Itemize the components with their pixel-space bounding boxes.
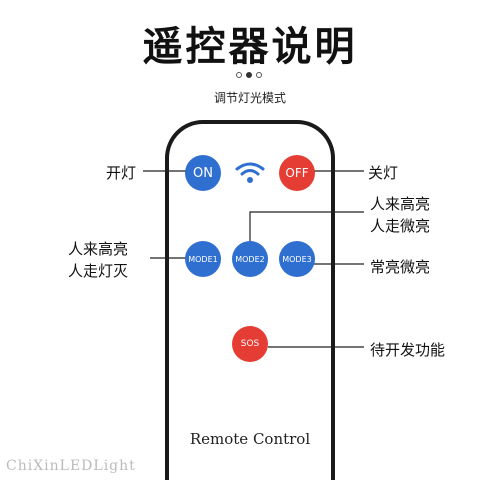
on-button[interactable]: ON	[185, 155, 221, 191]
subtitle: 调节灯光模式	[213, 91, 286, 105]
mode3-button-label: MODE3	[282, 254, 312, 264]
mode3-description: 常亮微亮	[370, 258, 431, 276]
carousel-dot-active[interactable]	[246, 72, 252, 78]
off-button-label: OFF	[285, 166, 309, 180]
mode1-button[interactable]: MODE1	[185, 241, 221, 277]
carousel-dot[interactable]	[236, 72, 242, 78]
mode1-description: 人来高亮 人走灯灭	[68, 238, 128, 282]
mode1-button-label: MODE1	[188, 254, 218, 264]
mode2-description: 人来高亮 人走微亮	[370, 193, 430, 237]
wifi-icon	[235, 162, 265, 183]
mode2-button-label: MODE2	[235, 254, 265, 264]
carousel-indicator	[236, 70, 266, 80]
carousel-dot[interactable]	[256, 72, 262, 78]
mode2-button[interactable]: MODE2	[232, 241, 268, 277]
sos-button[interactable]: SOS	[232, 326, 268, 362]
callout-line-mode2	[249, 211, 364, 242]
sos-button-label: SOS	[240, 339, 260, 349]
remote-control-label: Remote Control	[189, 430, 311, 448]
on-description: 开灯	[106, 164, 137, 182]
mode3-button[interactable]: MODE3	[279, 241, 315, 277]
mode2-description-line1: 人来高亮	[370, 195, 431, 213]
watermark: ChiXinLEDLight	[6, 458, 136, 474]
mode1-description-line2: 人走灯灭	[68, 262, 129, 280]
off-button[interactable]: OFF	[279, 155, 315, 191]
sos-description: 待开发功能	[370, 341, 446, 359]
on-button-label: ON	[193, 165, 213, 181]
mode2-description-line2: 人走微亮	[370, 217, 431, 235]
page-title: 遥控器说明	[142, 24, 358, 70]
mode1-description-line1: 人来高亮	[68, 240, 129, 258]
off-description: 关灯	[368, 164, 399, 182]
